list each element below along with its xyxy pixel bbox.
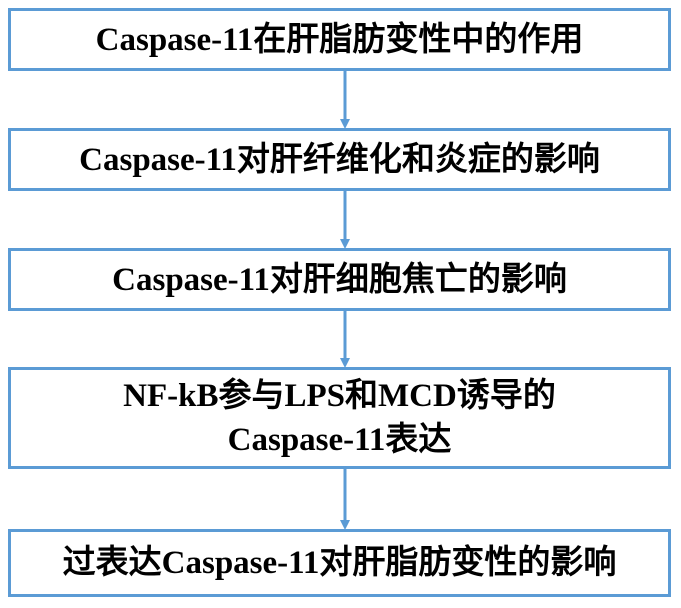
flow-step-3-label: Caspase-11对肝细胞焦亡的影响 [112, 261, 567, 298]
flow-step-4-label-line-1: NF-kB参与LPS和MCD诱导的 [123, 378, 556, 414]
flow-step-2-label: Caspase-11对肝纤维化和炎症的影响 [79, 141, 600, 178]
flow-step-2-box: Caspase-11对肝纤维化和炎症的影响 [8, 128, 671, 191]
flow-step-5-box: 过表达Caspase-11对肝脂肪变性的影响 [8, 529, 671, 597]
flow-step-4-text: NF-kB参与LPS和MCD诱导的 Caspase-11表达 [123, 374, 556, 462]
flow-step-3-box: Caspase-11对肝细胞焦亡的影响 [8, 248, 671, 311]
flow-step-1-box: Caspase-11在肝脂肪变性中的作用 [8, 8, 671, 71]
flow-step-4-box: NF-kB参与LPS和MCD诱导的 Caspase-11表达 [8, 367, 671, 469]
flow-step-5-label: 过表达Caspase-11对肝脂肪变性的影响 [62, 545, 617, 581]
flow-step-1-label: Caspase-11在肝脂肪变性中的作用 [95, 21, 584, 58]
flow-step-4-label-line-2: Caspase-11表达 [227, 422, 452, 458]
